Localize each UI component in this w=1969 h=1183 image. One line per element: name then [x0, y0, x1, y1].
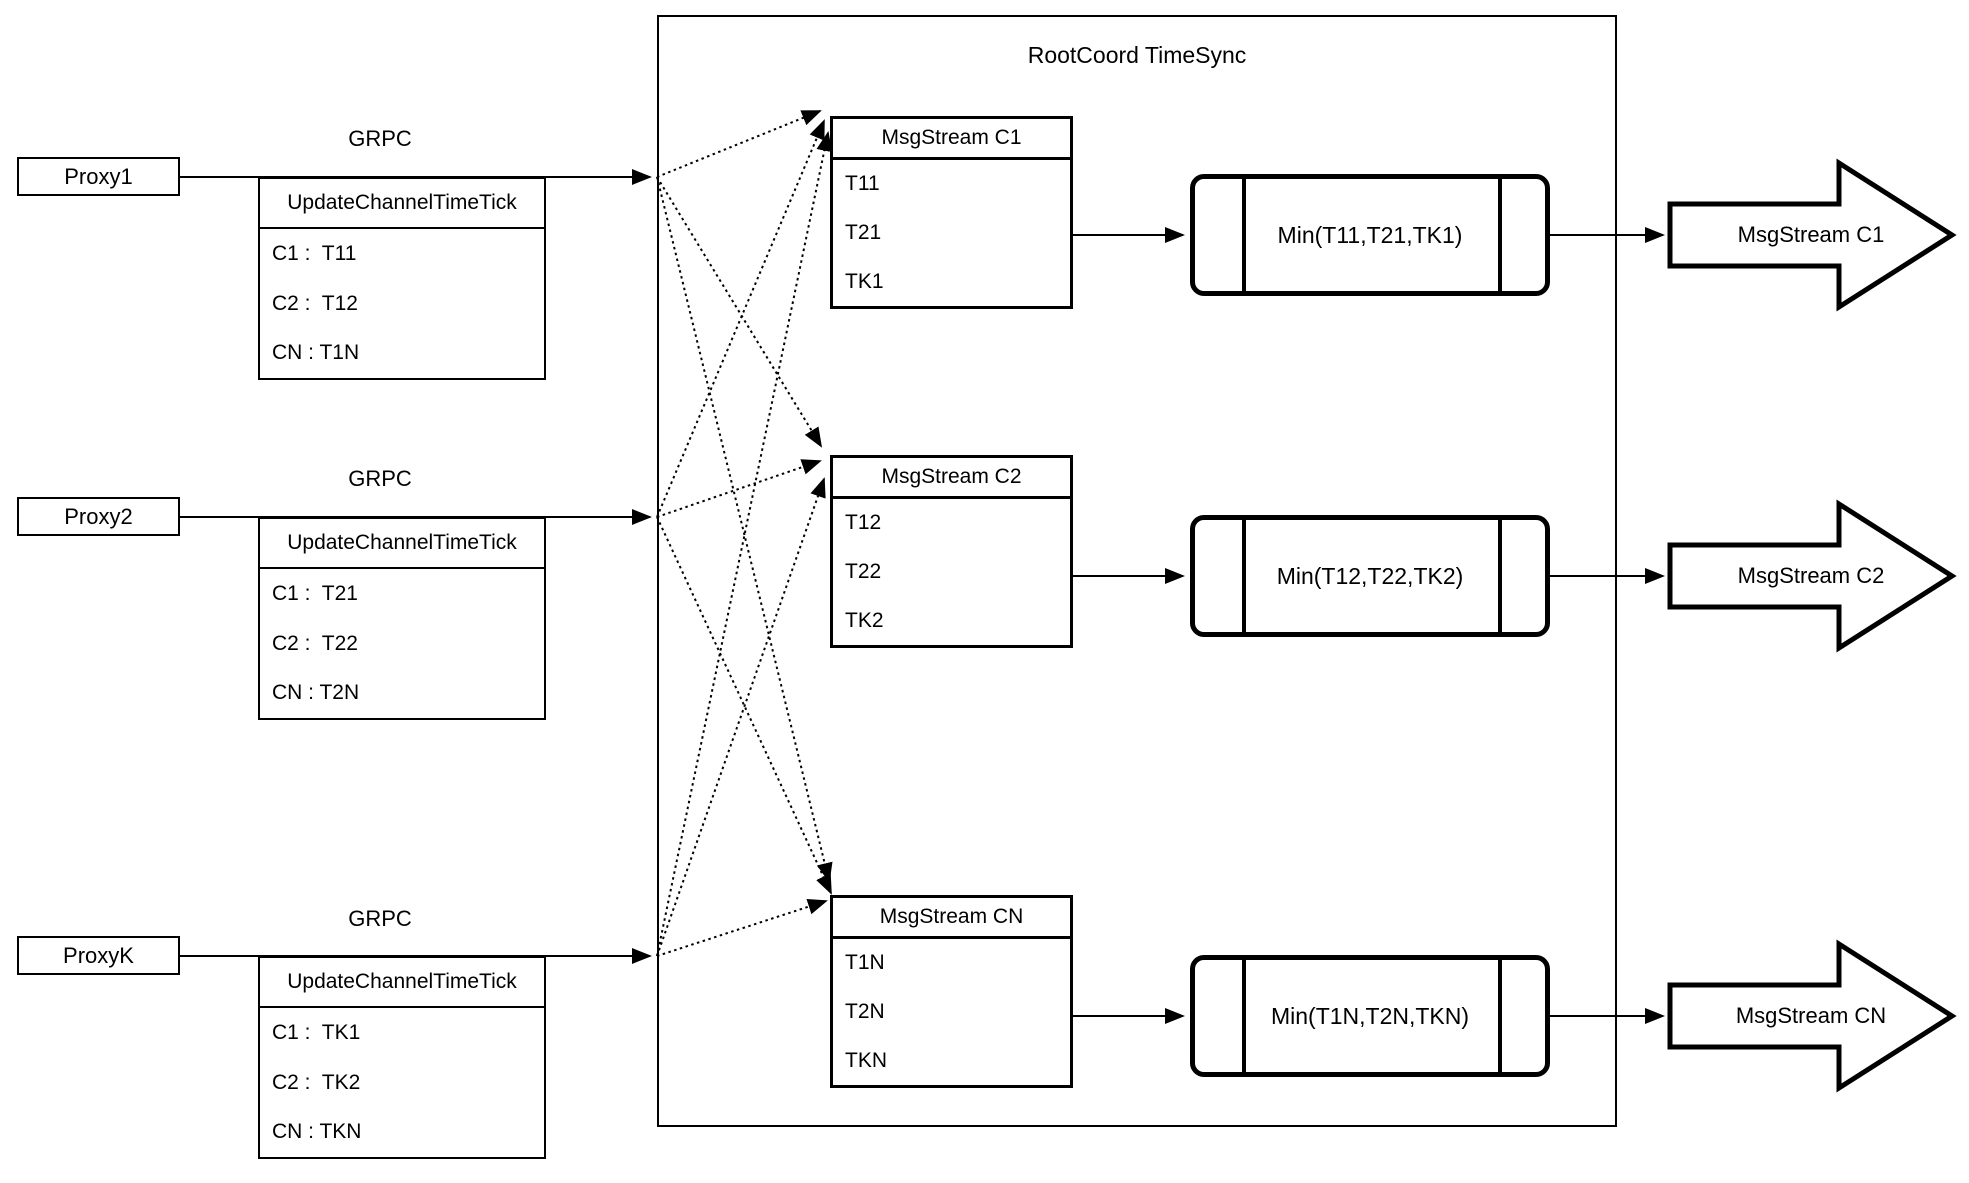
table-row: CN : T1N — [272, 341, 360, 365]
dotted-proxy2-to-msgstream-c1 — [656, 119, 825, 518]
proxy2-table-header: UpdateChannelTimeTick — [260, 519, 544, 569]
proxy1-label: Proxy1 — [64, 163, 133, 189]
dotted-proxyk-to-msgstream-c1 — [656, 131, 833, 957]
table-row: C2 : T12 — [272, 291, 358, 315]
table-row: T22 — [845, 560, 882, 583]
min-cn-label: Min(T1N,T2N,TKN) — [1270, 1002, 1470, 1029]
msgstream-c1-table-body: T11 T21 TK1 — [833, 160, 1070, 306]
proxyk-label: ProxyK — [63, 942, 134, 968]
msgstream-c1-table: MsgStream C1 T11 T21 TK1 — [830, 116, 1073, 309]
min-box-left-divider — [1242, 179, 1246, 291]
min-box-c2: Min(T12,T22,TK2) — [1190, 515, 1550, 637]
table-row: T11 — [845, 172, 880, 196]
table-row: T21 — [845, 221, 882, 244]
table-row: C1 : T21 — [272, 581, 358, 605]
msgstream-cn-table-header: MsgStream CN — [833, 898, 1070, 939]
min-box-cn: Min(T1N,T2N,TKN) — [1190, 955, 1550, 1077]
msgstream-c2-table-header: MsgStream C2 — [833, 458, 1070, 499]
proxy1-table-header: UpdateChannelTimeTick — [260, 179, 544, 229]
proxyk-box: ProxyK — [17, 936, 180, 975]
min-c2-label: Min(T12,T22,TK2) — [1276, 562, 1464, 589]
dotted-proxy1-to-msgstream-cn — [656, 176, 833, 883]
proxy2-box: Proxy2 — [17, 497, 180, 536]
min-box-right-divider — [1498, 960, 1502, 1072]
proxy1-timetick-table: UpdateChannelTimeTick C1 : T11 C2 : T12 … — [258, 177, 546, 380]
output-arrow-cn-label: MsgStream CN — [1735, 1003, 1887, 1028]
min-c1-label: Min(T11,T21,TK1) — [1277, 221, 1463, 248]
proxy1-box: Proxy1 — [17, 157, 180, 196]
min-box-right-divider — [1498, 520, 1502, 632]
table-row: T1N — [845, 951, 885, 975]
output-arrow-c2-label: MsgStream C2 — [1737, 563, 1885, 588]
table-row: T12 — [845, 511, 882, 535]
table-row: C1 : T11 — [272, 241, 357, 265]
msgstream-c1-table-header: MsgStream C1 — [833, 119, 1070, 160]
dotted-proxy1-to-msgstream-c2 — [656, 176, 823, 448]
output-arrow-shape-cn — [1667, 939, 1957, 1093]
table-row: T2N — [845, 1000, 885, 1023]
grpc-label-1: GRPC — [348, 126, 412, 151]
min-box-right-divider — [1498, 179, 1502, 291]
dotted-proxyk-to-msgstream-cn — [656, 898, 828, 957]
table-row: C1 : TK1 — [272, 1020, 361, 1044]
grpc-label-3: GRPC — [348, 906, 412, 931]
dotted-proxy1-to-msgstream-c1 — [656, 110, 822, 178]
proxyk-table-body: C1 : TK1 C2 : TK2 CN : TKN — [260, 1008, 544, 1157]
table-row: C2 : T22 — [272, 631, 358, 655]
msgstream-cn-table-body: T1N T2N TKN — [833, 939, 1070, 1085]
msgstream-c2-table: MsgStream C2 T12 T22 TK2 — [830, 455, 1073, 648]
grpc-label-2: GRPC — [348, 466, 412, 491]
min-box-left-divider — [1242, 960, 1246, 1072]
proxyk-table-header: UpdateChannelTimeTick — [260, 958, 544, 1008]
dotted-proxy2-to-msgstream-c2 — [656, 459, 822, 518]
rootcoord-timesync-title: RootCoord TimeSync — [1027, 42, 1247, 68]
table-row: TK2 — [845, 608, 884, 632]
msgstream-c2-table-body: T12 T22 TK2 — [833, 499, 1070, 645]
table-row: C2 : TK2 — [272, 1070, 361, 1094]
output-arrow-shape-c2 — [1667, 499, 1957, 653]
proxy2-label: Proxy2 — [64, 503, 133, 529]
min-box-c1: Min(T11,T21,TK1) — [1190, 174, 1550, 296]
table-row: CN : T2N — [272, 681, 360, 705]
table-row: TK1 — [845, 269, 884, 293]
table-row: CN : TKN — [272, 1120, 362, 1144]
proxy2-timetick-table: UpdateChannelTimeTick C1 : T21 C2 : T22 … — [258, 517, 546, 720]
output-arrow-shape-c1 — [1667, 158, 1957, 312]
proxy1-table-body: C1 : T11 C2 : T12 CN : T1N — [260, 229, 544, 378]
proxy2-table-body: C1 : T21 C2 : T22 CN : T2N — [260, 569, 544, 718]
dotted-proxyk-to-msgstream-c2 — [656, 477, 826, 957]
output-arrow-c1-label: MsgStream C1 — [1737, 222, 1885, 247]
min-box-left-divider — [1242, 520, 1246, 632]
proxyk-timetick-table: UpdateChannelTimeTick C1 : TK1 C2 : TK2 … — [258, 956, 546, 1159]
table-row: TKN — [845, 1048, 887, 1072]
msgstream-cn-table: MsgStream CN T1N T2N TKN — [830, 895, 1073, 1088]
